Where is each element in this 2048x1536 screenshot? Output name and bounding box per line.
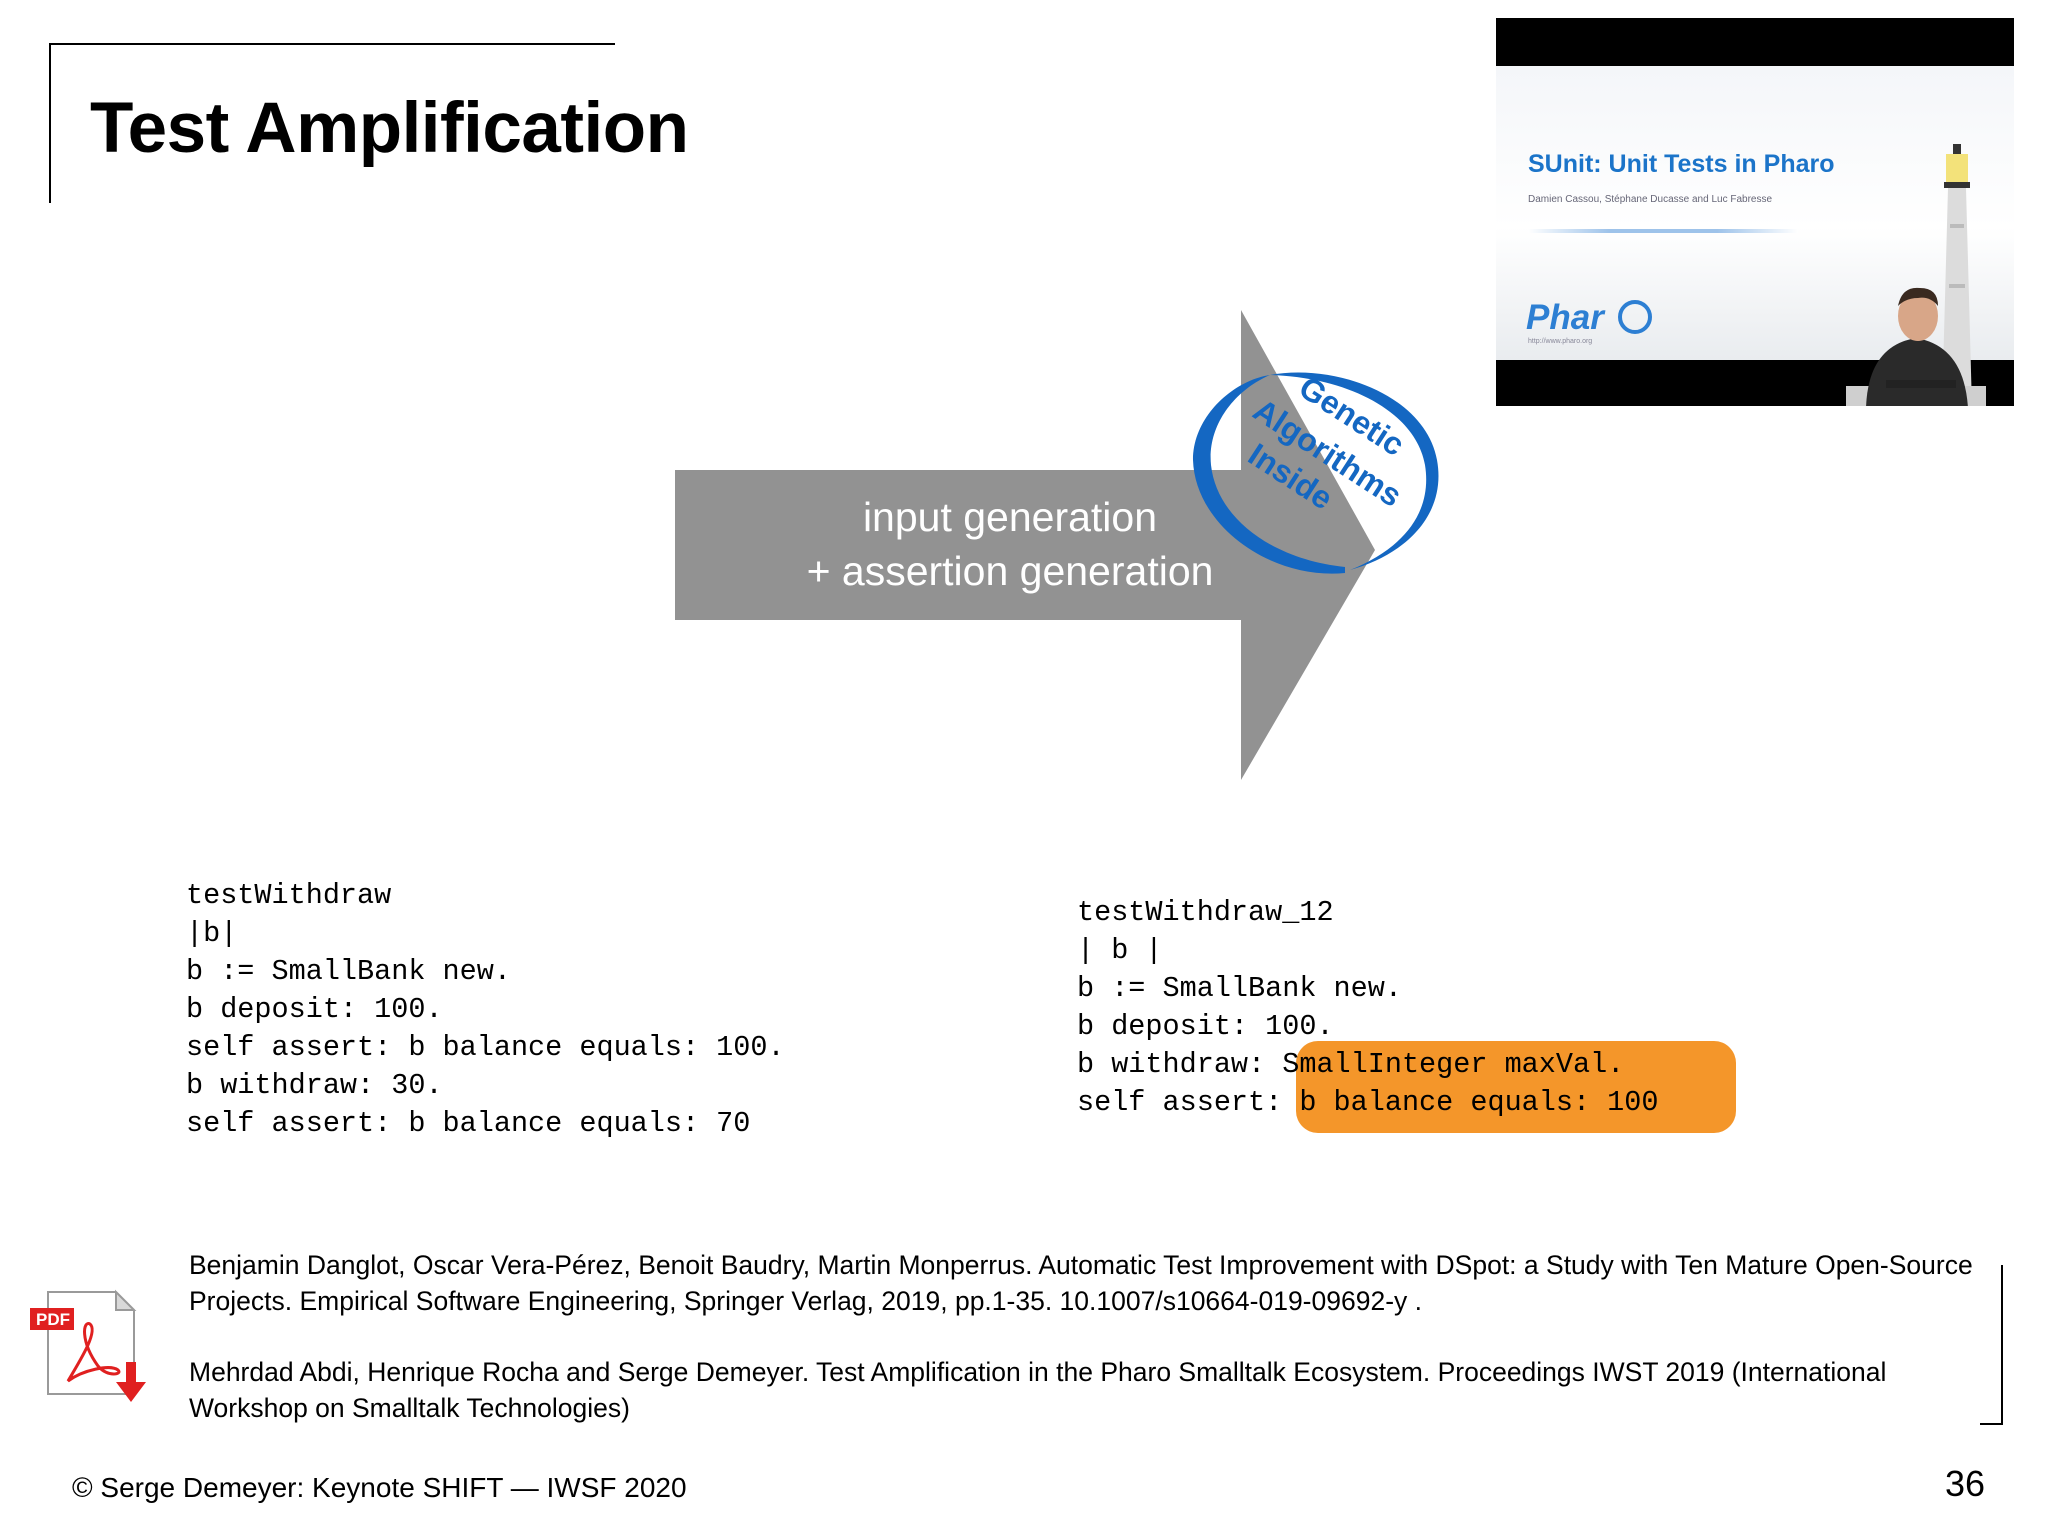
pharo-logo: Phar xyxy=(1526,298,1604,338)
corner-bottom-right-vertical xyxy=(2001,1265,2003,1425)
slide-footer: © Serge Demeyer: Keynote SHIFT — IWSF 20… xyxy=(72,1472,687,1503)
pharo-lighthouse-logo-icon xyxy=(1618,300,1652,334)
genetic-algorithms-badge: Genetic Algorithms Inside xyxy=(1193,369,1439,574)
code-line: b := SmallBank new. xyxy=(1077,972,1402,1005)
code-line: b withdraw: 30. xyxy=(186,1069,443,1102)
arrow-label-assertion-generation: + assertion generation xyxy=(806,548,1214,594)
code-line: self assert: b balance equals: 100 xyxy=(1077,1086,1659,1119)
video-frame: SUnit: Unit Tests in Pharo Damien Cassou… xyxy=(1496,66,2014,406)
pdf-label: PDF xyxy=(36,1310,70,1329)
presenter-image xyxy=(1846,287,1986,406)
code-line: self assert: b balance equals: 100. xyxy=(186,1031,785,1064)
code-line: testWithdraw xyxy=(186,879,392,912)
code-line: |b| xyxy=(186,917,238,950)
code-line: | b | xyxy=(1077,934,1163,967)
amplified-code-highlight xyxy=(1296,1041,1736,1133)
pdf-download-icon[interactable]: PDF xyxy=(28,1286,148,1406)
code-line: b deposit: 100. xyxy=(186,993,443,1026)
corner-top-left-horizontal xyxy=(50,43,615,45)
arrow-label-input-generation: input generation xyxy=(862,494,1158,540)
video-thumbnail[interactable]: SUnit: Unit Tests in Pharo Damien Cassou… xyxy=(1496,18,2014,406)
video-divider xyxy=(1528,229,1798,233)
reference-dspot: Benjamin Danglot, Oscar Vera-Pérez, Beno… xyxy=(189,1250,1973,1316)
code-line: testWithdraw_12 xyxy=(1077,896,1334,929)
code-line: b := SmallBank new. xyxy=(186,955,511,988)
code-line: b deposit: 100. xyxy=(1077,1010,1334,1043)
process-arrow-shape xyxy=(675,310,1375,780)
code-line: self assert: b balance equals: 70 xyxy=(186,1107,751,1140)
code-line: b withdraw: SmallInteger maxVal. xyxy=(1077,1048,1625,1081)
page-number: 36 xyxy=(1945,1463,1986,1504)
process-arrow xyxy=(675,310,1375,780)
corner-bottom-right-horizontal xyxy=(1980,1423,2003,1425)
code-original-test: testWithdraw |b| b := SmallBank new. b depo… xyxy=(186,877,785,1143)
badge-swirl-icon xyxy=(1193,375,1345,574)
video-authors: Damien Cassou, Stéphane Ducasse and Luc … xyxy=(1528,194,1773,205)
pharo-url: http://www.pharo.org xyxy=(1528,338,1593,345)
code-amplified-test: testWithdraw_12 | b | b := SmallBank new. b… xyxy=(1077,894,1659,1122)
slide-title: Test Amplification xyxy=(90,89,689,168)
pharo-logo-text: Phar xyxy=(1526,298,1604,337)
reference-pharo-amplification: Mehrdad Abdi, Henrique Rocha and Serge D… xyxy=(189,1357,1887,1423)
lighthouse-icon xyxy=(1942,144,1972,406)
corner-top-left-vertical xyxy=(49,43,51,203)
video-title: SUnit: Unit Tests in Pharo xyxy=(1528,150,1835,178)
